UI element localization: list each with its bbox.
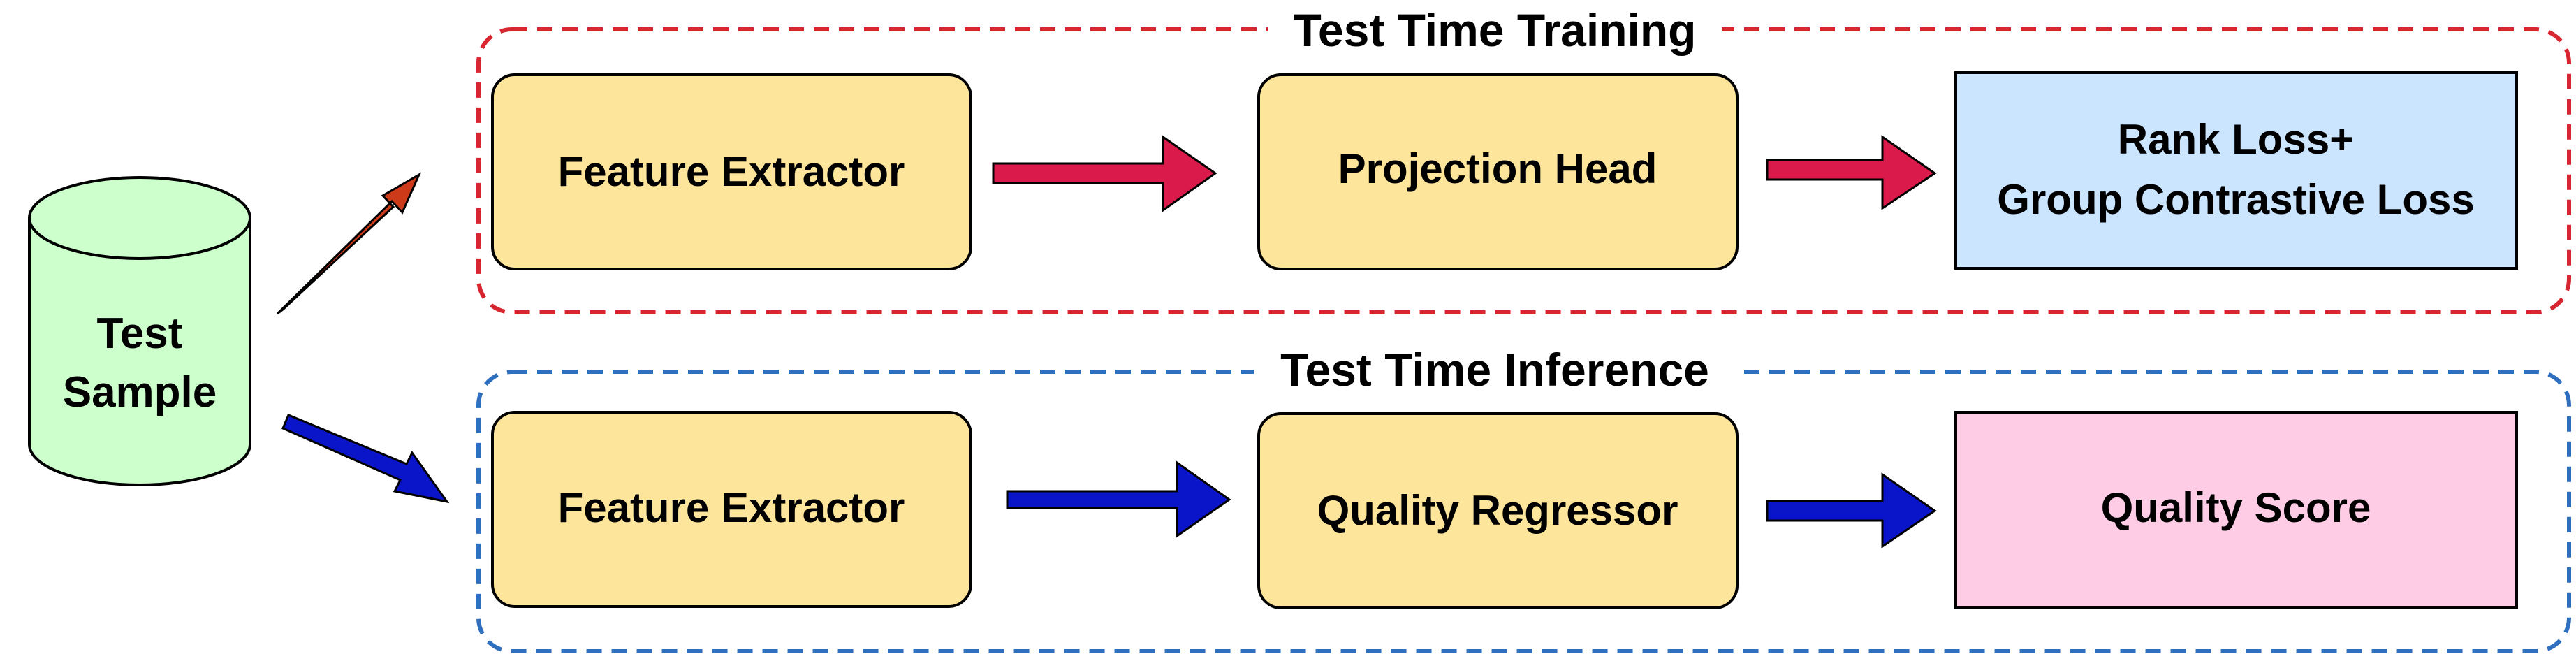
training-title-backing [1268, 0, 1722, 56]
projection-head-label: Projection Head [1338, 145, 1657, 192]
quality-score-box: Quality Score [1954, 411, 2518, 609]
training-group-title: Test Time Training [1293, 4, 1696, 56]
quality-score-label: Quality Score [2101, 484, 2371, 531]
quality-regressor-box: Quality Regressor [1257, 412, 1739, 609]
quality-regressor-label: Quality Regressor [1317, 487, 1678, 534]
loss-label-line-2: Group Contrastive Loss [1997, 176, 2474, 223]
test-sample-line-2: Sample [63, 368, 217, 416]
inference-title-backing [1254, 342, 1736, 398]
training-feature-extractor-label: Feature Extractor [558, 148, 905, 195]
projection-head-box: Projection Head [1257, 73, 1739, 270]
inference-arrow-1 [1006, 460, 1231, 538]
training-feature-extractor-box: Feature Extractor [491, 73, 972, 270]
test-sample-cylinder: Test Sample [28, 176, 251, 486]
inference-feature-extractor-box: Feature Extractor [491, 411, 972, 608]
source-to-training-arrow [276, 172, 422, 315]
test-sample-line-1: Test [97, 310, 183, 358]
inference-group-title: Test Time Inference [1280, 344, 1709, 395]
training-arrow-1 [992, 135, 1217, 212]
source-to-inference-arrow [281, 414, 450, 504]
loss-label-line-1: Rank Loss+ [2118, 116, 2354, 163]
inference-arrow-2 [1766, 472, 1937, 548]
inference-feature-extractor-label: Feature Extractor [558, 484, 905, 531]
training-arrow-2 [1766, 135, 1937, 210]
loss-box: Rank Loss+ Group Contrastive Loss [1954, 71, 2518, 270]
